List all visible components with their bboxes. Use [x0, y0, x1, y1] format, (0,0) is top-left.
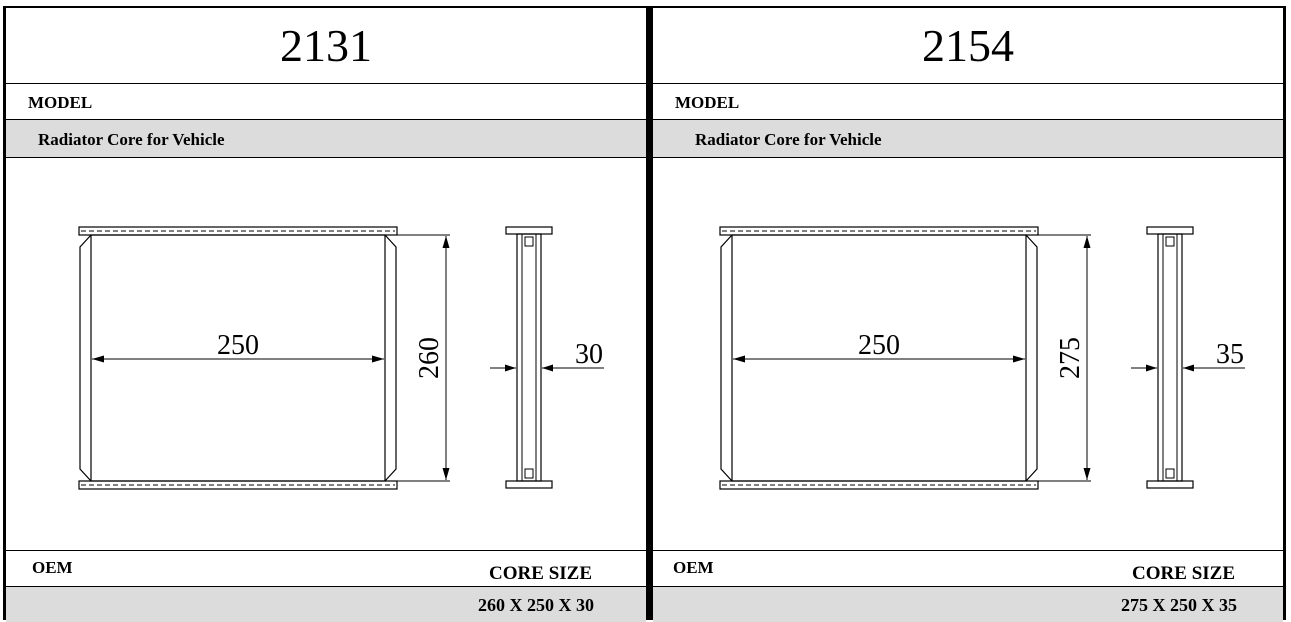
- side-view-core: [1157, 233, 1183, 482]
- model-label: MODEL: [675, 93, 740, 112]
- core-size-label: CORE SIZE: [489, 563, 592, 584]
- radiator-core-drawing: 250 260 30: [78, 226, 604, 490]
- side-view-core: [516, 233, 542, 482]
- core-size-label: CORE SIZE: [1132, 563, 1235, 584]
- core-body: [731, 234, 1027, 482]
- drawing-area: 250 275 35: [653, 158, 1283, 551]
- product-card-2131: 2131 MODEL Radiator Core for Vehicle: [3, 6, 648, 622]
- core-size-row: 260 X 250 X 30: [6, 587, 646, 622]
- drawing-area: 250 260 30: [6, 158, 646, 551]
- core-size-row: 275 X 250 X 35: [653, 587, 1283, 622]
- width-dimension-label: 250: [217, 330, 259, 361]
- model-number: 2154: [922, 20, 1014, 71]
- core-size-value: 275 X 250 X 35: [1121, 595, 1237, 615]
- description-row: Radiator Core for Vehicle: [653, 120, 1283, 158]
- description: Radiator Core for Vehicle: [38, 130, 225, 149]
- height-dimension-label: 260: [414, 337, 445, 379]
- right-side-plate: [1025, 234, 1038, 482]
- description: Radiator Core for Vehicle: [695, 130, 882, 149]
- oem-label: OEM: [32, 558, 73, 577]
- side-view-top-plate: [1146, 226, 1194, 235]
- depth-dimension-label: 30: [575, 339, 603, 370]
- depth-dimension-label: 35: [1216, 339, 1244, 370]
- right-side-plate: [384, 234, 397, 482]
- model-label: MODEL: [28, 93, 93, 112]
- oem-row: OEM CORE SIZE: [653, 551, 1283, 587]
- side-view-top-plate: [505, 226, 553, 235]
- side-view-bottom-plate: [1146, 480, 1194, 489]
- core-size-value: 260 X 250 X 30: [478, 595, 594, 615]
- description-row: Radiator Core for Vehicle: [6, 120, 646, 158]
- product-card-2154: 2154 MODEL Radiator Core for Vehicle: [650, 6, 1286, 622]
- oem-row: OEM CORE SIZE: [6, 551, 646, 587]
- model-label-row: MODEL: [653, 84, 1283, 120]
- left-side-plate: [79, 234, 92, 482]
- oem-label: OEM: [673, 558, 714, 577]
- model-label-row: MODEL: [6, 84, 646, 120]
- model-number: 2131: [280, 20, 372, 71]
- model-number-row: 2131: [6, 8, 646, 84]
- height-dimension-label: 275: [1055, 337, 1086, 379]
- radiator-core-drawing: 250 275 35: [719, 226, 1245, 490]
- side-view-bottom-plate: [505, 480, 553, 489]
- core-body: [90, 234, 386, 482]
- width-dimension-label: 250: [858, 330, 900, 361]
- card-divider: [646, 6, 652, 620]
- model-number-row: 2154: [653, 8, 1283, 84]
- left-side-plate: [720, 234, 733, 482]
